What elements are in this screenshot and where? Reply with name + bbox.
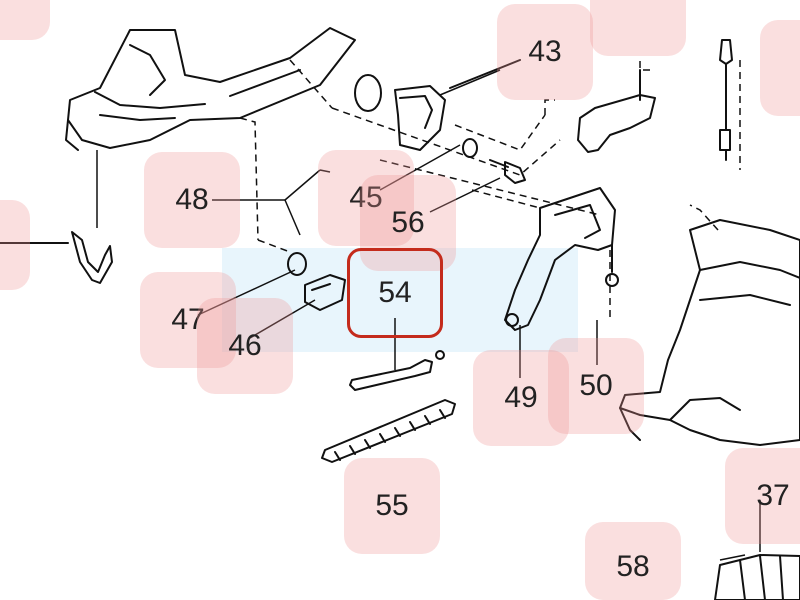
part-label-45[interactable]: 45	[318, 150, 414, 246]
pin-right-drawing	[719, 39, 733, 161]
part-label-37[interactable]: 37	[725, 448, 800, 544]
part-label-50[interactable]: 50	[548, 338, 644, 434]
pin-54-drawing	[349, 350, 445, 391]
ring-47-drawing	[287, 252, 307, 276]
partial-badge-top	[590, 0, 686, 56]
clip-left-drawing	[0, 231, 113, 284]
part-label-49[interactable]: 49	[473, 350, 569, 446]
ring-43-drawing	[354, 59, 521, 158]
frame-right-drawing	[619, 219, 800, 446]
part-label-55[interactable]: 55	[344, 458, 440, 554]
screw-56-drawing	[489, 159, 526, 184]
selection-highlight-band	[222, 248, 578, 352]
block-46-drawing	[304, 274, 346, 311]
latch-top-right-drawing	[577, 69, 656, 153]
arm-49-drawing	[504, 187, 619, 331]
part-label-48[interactable]: 48	[144, 152, 240, 248]
part-58-drawing	[714, 554, 800, 600]
part-label-43[interactable]: 43	[497, 4, 593, 100]
part-label-58[interactable]: 58	[585, 522, 681, 600]
partial-badge-left	[0, 200, 30, 290]
spring-55-drawing	[321, 399, 456, 463]
part-label-47[interactable]: 47	[140, 272, 236, 368]
housing-top-left-drawing	[65, 27, 356, 151]
part-label-54[interactable]: 54	[378, 276, 412, 309]
part-label-46[interactable]: 46	[197, 298, 293, 394]
partial-badge-top-left	[0, 0, 50, 40]
partial-badge-top-right	[760, 20, 800, 116]
